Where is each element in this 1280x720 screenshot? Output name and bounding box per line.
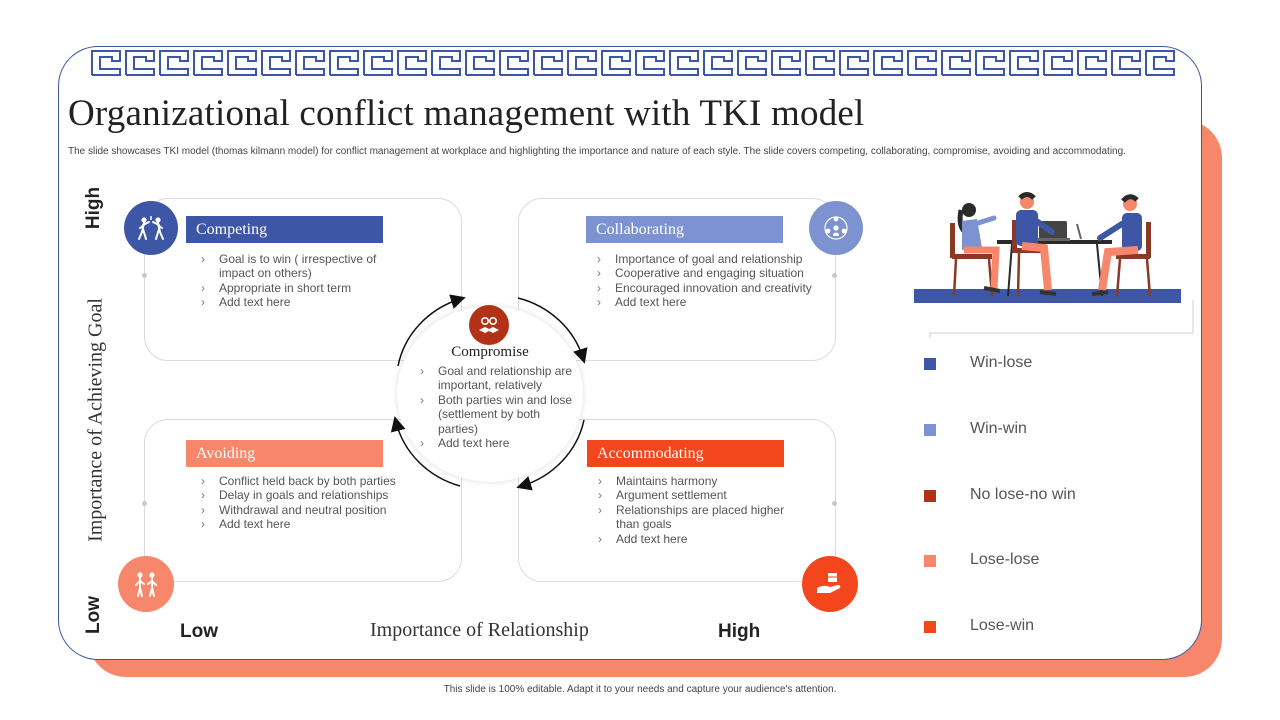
list-item: Conflict held back by both parties [199,474,419,489]
people-walking-away-icon [118,556,174,612]
hand-giving-icon [802,556,858,612]
meeting-illustration [914,192,1181,303]
legend-swatch [924,621,936,633]
collaborating-label: Collaborating [586,216,783,243]
list-item: Add text here [199,517,419,532]
list-item: Add text here [418,436,574,451]
compromise-points: Goal and relationship are important, rel… [418,364,574,451]
competing-points: Goal is to win ( irrespective of impact … [199,252,399,310]
handshake-gears-icon [469,305,509,345]
legend-swatch [924,555,936,567]
x-axis-label: Importance of Relationship [370,619,589,641]
list-item: Relationships are placed higher than goa… [596,503,801,532]
list-item: Withdrawal and neutral position [199,503,419,518]
x-axis-low: Low [180,621,218,642]
team-network-icon [809,201,863,255]
slide-title: Organizational conflict management with … [68,93,865,134]
avoiding-label: Avoiding [186,440,383,467]
connector-dot [142,501,147,506]
cycle-arrows [390,294,588,491]
y-axis-low: Low [83,596,104,634]
competing-label: Competing [186,216,383,243]
list-item: Goal is to win ( irrespective of impact … [199,252,399,281]
y-axis-label: Importance of Achieving Goal [84,298,107,542]
list-item: Add text here [199,295,399,310]
connector-dot [832,273,837,278]
two-people-fighting-icon [124,201,178,255]
list-item: Maintains harmony [596,474,801,489]
accommodating-label: Accommodating [587,440,784,467]
list-item: Both parties win and lose (settlement by… [418,393,574,436]
footer-note: This slide is 100% editable. Adapt it to… [443,684,837,695]
list-item: Goal and relationship are important, rel… [418,364,574,393]
list-item: Encouraged innovation and creativity [595,281,830,296]
list-item: Importance of goal and relationship [595,252,830,267]
greek-key-border [91,50,1175,76]
slide-description: The slide showcases TKI model (thomas ki… [68,146,1126,157]
list-item: Delay in goals and relationships [199,488,419,503]
compromise-label: Compromise [451,344,529,360]
list-item: Cooperative and engaging situation [595,266,830,281]
list-item: Add text here [595,295,830,310]
list-item: Argument settlement [596,488,801,503]
legend-bracket [929,300,1194,338]
collaborating-points: Importance of goal and relationship Coop… [595,252,830,310]
accommodating-points: Maintains harmony Argument settlement Re… [596,474,801,546]
legend-swatch [924,490,936,502]
avoiding-points: Conflict held back by both parties Delay… [199,474,419,532]
legend-swatch [924,358,936,370]
legend-swatch [924,424,936,436]
list-item: Add text here [596,532,801,547]
x-axis-high: High [718,621,761,642]
y-axis-high: High [83,186,104,230]
connector-dot [142,273,147,278]
connector-dot [832,501,837,506]
list-item: Appropriate in short term [199,281,399,296]
